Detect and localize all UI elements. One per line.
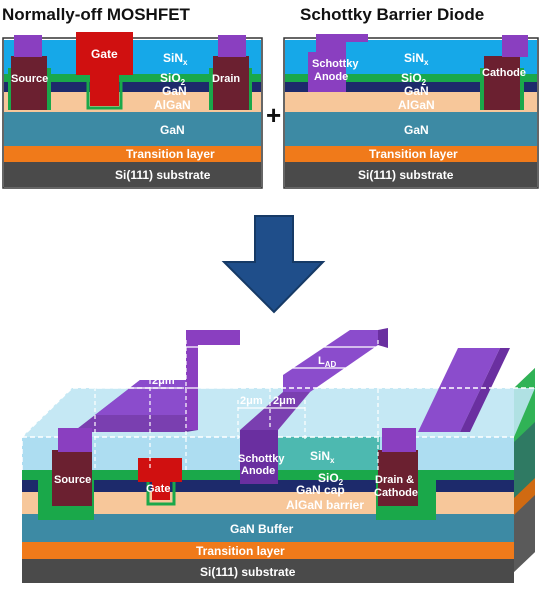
bottom-transition-label: Transition layer: [196, 544, 285, 558]
dim-2um-b-label: 2μm: [240, 395, 263, 407]
bottom-drain-label-1: Drain &: [375, 474, 414, 486]
moshfet-gan-cap-layer: [4, 82, 261, 92]
front-anode-top: [240, 392, 310, 430]
sbd-substrate-layer: [285, 162, 537, 187]
sbd-substrate-label: Si(111) substrate: [358, 168, 454, 182]
moshfet-gan-layer: [4, 112, 261, 146]
sbd-gan-cap-layer: [285, 82, 537, 92]
moshfet-gan-cap-label: GaN: [162, 84, 187, 98]
right-side-gan: [514, 420, 535, 498]
gate-oxide-liner: [86, 75, 123, 110]
moshfet-transition-layer: [4, 146, 261, 162]
sbd-title: Schottky Barrier Diode: [300, 5, 484, 24]
sbd-cross-section: Schottky Barrier Diode Schottky Anode Ca…: [283, 5, 539, 189]
bottom-gate-label: Gate: [146, 483, 170, 495]
front-substrate-layer: [22, 559, 514, 583]
gate-pad-riser: [186, 330, 198, 430]
sbd-gan-layer: [285, 112, 537, 146]
schottky-anode-metal: [308, 34, 368, 92]
bottom-algan-label: AlGaN barrier: [286, 498, 364, 512]
dim-lad-label: LAD: [318, 355, 337, 369]
cathode-rail-side: [460, 348, 510, 432]
gate-pad-top: [186, 330, 240, 345]
moshfet-algan-layer: [4, 92, 261, 112]
front-anode-metal: [240, 430, 278, 484]
bottom-drain-label-2: Cathode: [374, 487, 418, 499]
bottom-anode-label-2: Anode: [241, 465, 275, 477]
cathode-rail: [418, 348, 500, 432]
moshfet-transition-label: Transition layer: [126, 147, 215, 161]
source-label: Source: [11, 73, 48, 85]
drain-label: Drain: [212, 73, 240, 85]
down-arrow-icon: [221, 215, 326, 314]
sbd-sinx-label: SiNx: [404, 51, 429, 67]
front-transition-layer: [22, 542, 514, 559]
sbd-transition-label: Transition layer: [369, 147, 458, 161]
bottom-anode-label-1: Schottky: [238, 453, 285, 465]
moshfet-cross-section: Normally-off MOSHFET Source Drain Gate S…: [2, 5, 263, 189]
cathode-pad: [502, 35, 528, 57]
dim-2um-a-label: 2μm: [152, 375, 175, 387]
sinx-outline-back: [21, 387, 535, 470]
front-source-contact: [52, 450, 92, 506]
moshfet-sinx-label: SiNx: [163, 51, 188, 67]
source-contact: [11, 56, 47, 110]
source-pad: [14, 35, 42, 57]
front-drain-contact: [378, 450, 418, 506]
drain-pad: [218, 35, 246, 57]
dim-12um-label: 12 μm: [252, 334, 284, 346]
bottom-substrate-label: Si(111) substrate: [200, 565, 296, 579]
sbd-gan-cap-label: GaN: [404, 84, 429, 98]
sbd-transition-layer: [285, 146, 537, 162]
bottom-gan-cap-label: GaN cap: [296, 483, 345, 497]
front-source-pad: [58, 428, 92, 452]
front-drain-pad: [382, 428, 416, 452]
drain-contact: [213, 56, 249, 110]
moshfet-title: Normally-off MOSHFET: [2, 5, 191, 24]
sbd-sio2-layer: [285, 74, 537, 82]
dim-3um-label: 3μm: [110, 375, 133, 387]
front-algan-layer: [22, 492, 514, 514]
cathode-contact: [484, 56, 520, 110]
moshfet-substrate-layer: [4, 162, 261, 187]
dimension-lines: [94, 340, 379, 470]
sbd-anode-label-2: Anode: [314, 71, 348, 83]
right-side-transition: [514, 475, 535, 515]
sbd-gan-label: GaN: [404, 123, 429, 137]
moshfet-substrate-label: Si(111) substrate: [115, 168, 211, 182]
moshfet-algan-label: AlGaN: [154, 98, 191, 112]
anode-rail: [283, 330, 378, 392]
front-gate-metal: [138, 458, 182, 500]
moshfet-sio2-layer: [4, 74, 261, 82]
front-gate-liner: [146, 482, 176, 506]
gate-label: Gate: [91, 47, 118, 61]
moshfet-sio2-label: SiO2: [160, 71, 186, 87]
bottom-sio2-label: SiO2: [318, 471, 344, 487]
bottom-source-label: Source: [54, 474, 91, 486]
gate-metal: [76, 32, 133, 106]
sbd-cathode-label: Cathode: [482, 67, 526, 79]
sbd-algan-layer: [285, 92, 537, 112]
dim-lga-label: LGA: [200, 375, 219, 389]
plus-sign: +: [266, 100, 281, 130]
bottom-sinx-label: SiNx: [310, 449, 335, 465]
integrated-device-3d: 12 μm LAD 3μm 2μm LGA 2μm 2μm SiNx SiO2 …: [21, 328, 535, 583]
sbd-anode-label-1: Schottky: [312, 58, 359, 70]
moshfet-gan-label: GaN: [160, 123, 185, 137]
bottom-gan-buffer-label: GaN Buffer: [230, 522, 294, 536]
dim-2um-c-label: 2μm: [273, 395, 296, 407]
sbd-algan-label: AlGaN: [398, 98, 435, 112]
sbd-sio2-label: SiO2: [401, 71, 427, 87]
anode-rail-side: [378, 328, 388, 348]
